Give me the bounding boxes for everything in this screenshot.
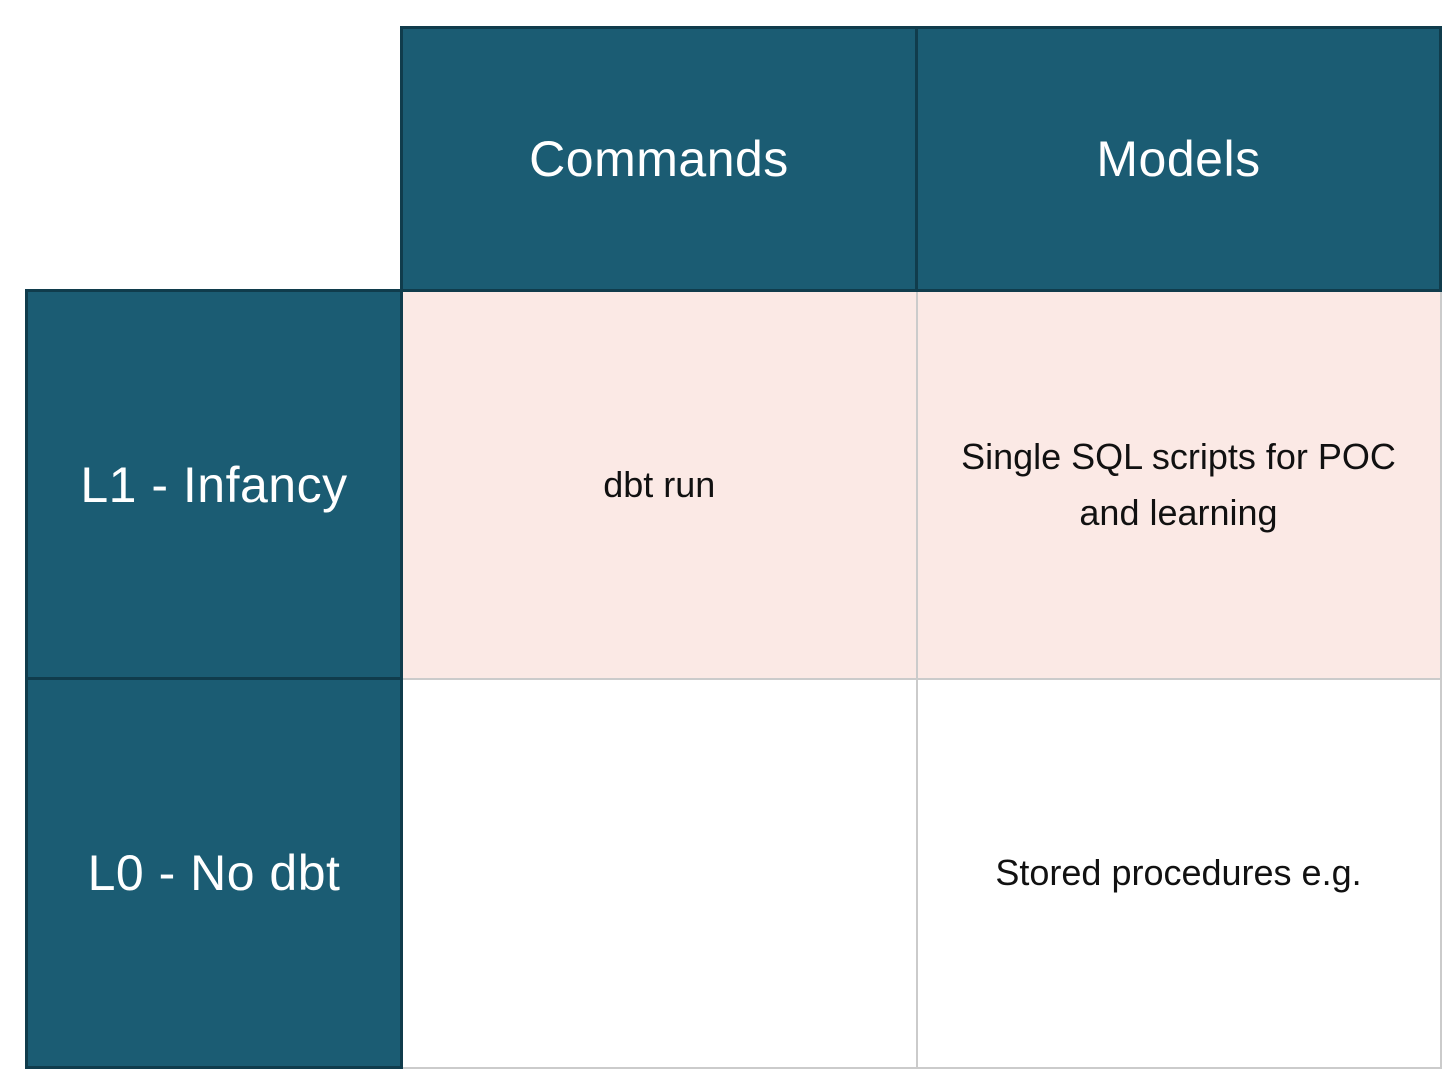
- row-header-l0-no-dbt: L0 - No dbt: [25, 677, 403, 1069]
- cell-l0-models: Stored procedures e.g.: [915, 677, 1442, 1069]
- cell-l1-commands: dbt run: [400, 289, 918, 680]
- column-header-models: Models: [915, 26, 1442, 292]
- row-header-l1-infancy: L1 - Infancy: [25, 289, 403, 680]
- maturity-matrix-table: Commands Models L1 - Infancy dbt run Sin…: [25, 26, 1442, 1069]
- column-header-commands: Commands: [400, 26, 918, 292]
- cell-l1-models-text: Single SQL scripts for POC and learning: [961, 435, 1396, 533]
- table-row-l1: L1 - Infancy dbt run Single SQL scripts …: [25, 289, 1442, 680]
- cell-l1-models: Single SQL scripts for POC and learning: [915, 289, 1442, 680]
- cell-l0-models-text: Stored procedures e.g.: [995, 852, 1362, 894]
- cell-l0-commands: [400, 677, 918, 1069]
- corner-spacer-cell: [27, 28, 402, 291]
- table-row-l0: L0 - No dbt Stored procedures e.g.: [25, 677, 1442, 1069]
- table-header-row: Commands Models: [27, 26, 1442, 292]
